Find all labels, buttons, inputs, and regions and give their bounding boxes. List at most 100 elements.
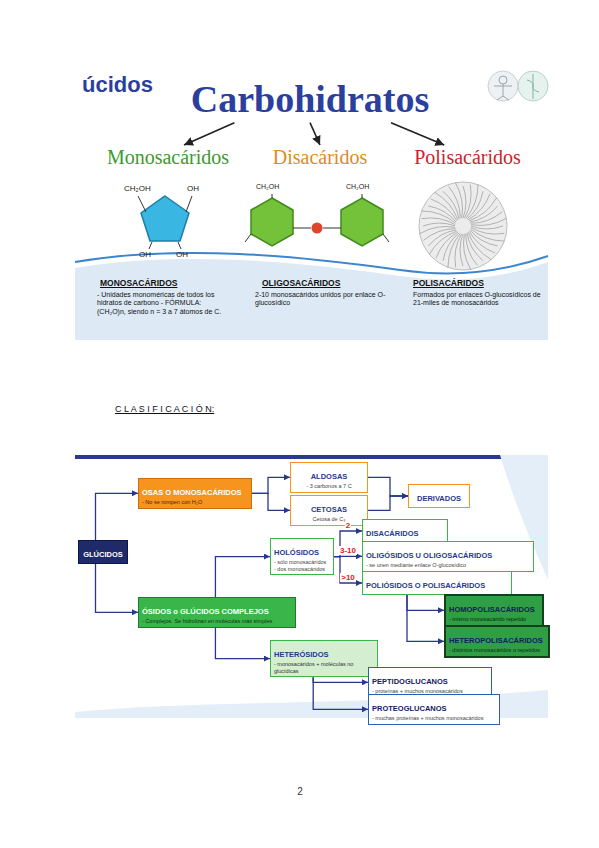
branch-stroke [463,186,466,218]
connector-arrow [407,595,444,610]
branch-stroke [424,229,456,241]
node-body: - muchas proteínas + muchos monosacárido… [372,715,496,722]
branch-stroke [471,218,506,225]
connector-arrow [215,557,270,597]
atom-label: OH [176,250,196,260]
process-box: ÓSIDOS o GLÚCIDOS COMPLEJOS- Complejos. … [138,597,296,628]
node-body: - distintos monosacáridos o repetidos [449,647,545,654]
node-title: POLIÓSIDOS O POLISACÁRIDOS [366,582,485,591]
node-title: HETEROPOLISACÁRIDOS [449,637,543,646]
atom-label: CH₂OH [346,183,386,191]
branch-stroke [429,231,457,254]
edge-label: >10 [340,573,356,582]
branch-stroke [422,211,456,223]
logo-figure [499,76,507,84]
node-title: ALDOSAS [311,473,348,482]
process-box: PROTEOGLUCANOS- muchas proteínas + mucho… [368,694,500,725]
edge-label: 2 [345,521,351,530]
connector-arrow [252,493,290,510]
branch-stroke [464,234,471,269]
connector-arrow [407,595,444,641]
connector-arrow [391,123,444,145]
hexagon-ring [251,198,293,246]
text-label: Formados por enlaces O-glucosídicos de 2… [413,291,541,308]
text-label: OLIGOSACÁRIDOS [262,278,392,288]
process-box: DISACÁRIDOS [362,519,448,543]
pentagon-ring [141,196,189,241]
process-box: GLÚCIDOS [78,540,128,564]
node-body: Cetosa de C₃ [294,516,364,523]
branch-stroke [471,226,503,229]
logo-figure [494,84,512,100]
branch-stroke [460,234,463,266]
process-box: HETERÓSIDOS- monosacáridos + moléculas n… [270,640,378,677]
connector-arrow [252,477,290,493]
atom-label: OH [139,250,159,260]
branch-stroke [470,206,498,222]
branch-stroke [466,185,478,219]
logo-caduceus [527,74,539,99]
node-title: OSAS O MONOSACÁRIDOS [142,489,242,498]
page-number: 2 [290,786,310,798]
node-title: OLIGÓSIDOS U OLIGOSACÁRIDOS [366,552,492,561]
node-title: DERIVADOS [417,495,461,504]
node-title: PEPTIDOGLUCANOS [372,678,448,687]
text-label: MONOSACÁRIDOS [100,278,230,288]
picture-top-strip [75,455,548,459]
node-title: Monosacáridos [107,146,229,169]
node-title: HOMOPOLISACÁRIDOS [449,606,535,615]
atom-label: CH₂OH [124,184,164,194]
logo-icon [518,71,548,101]
picture-ground [75,455,548,718]
node-body: - mismo monosacárido repetido [449,616,539,623]
connector-arrow [313,677,368,682]
process-box: PEPTIDOGLUCANOS- proteínas + muchos mono… [368,667,492,698]
text-label: POLISACÁRIDOS [413,278,543,288]
branch-stroke [471,212,503,224]
node-title: DISACÁRIDOS [366,530,419,539]
branch-stroke [420,227,455,234]
connector-arrow [184,123,234,145]
process-box: CETOSASCetosa de C₃ [290,495,368,526]
heading-node: Monosacáridos [88,146,248,169]
edge-label: 3-10 [339,546,357,555]
text-label: úcidos [82,72,172,98]
branch-stroke [443,191,459,219]
branch-stroke [455,183,462,218]
connector-arrow [96,564,139,612]
branch-stroke [435,192,458,220]
text-label: C L A S I F I C A C I Ó N: [115,404,315,415]
branch-stroke [428,230,456,246]
process-box: HOLÓSIDOS- sólo monosacáridos- dos monos… [270,538,334,575]
node-body: - Complejos. Se hidrolizan en moléculas … [142,618,292,625]
connector-arrow [310,123,320,145]
connector-arrow [334,557,362,583]
atom-label: OH [187,184,207,194]
branch-stroke [469,198,497,221]
node-title: CETOSAS [311,506,347,515]
branch-stroke [423,223,455,226]
process-box: HETEROPOLISACÁRIDOS- distintos monosacár… [444,625,550,658]
process-box: POLIÓSIDOS O POLISACÁRIDOS [362,571,512,595]
process-box: OLIGÓSIDOS U OLIGOSACÁRIDOS- se unen med… [362,541,534,572]
node-body: - monosacáridos + moléculas no glucídica… [274,661,374,674]
branch-stroke [466,234,478,266]
node-title: Polisacáridos [414,146,521,169]
heading-node: Polisacáridos [390,146,545,169]
hexagon-ring [341,198,383,246]
node-title: Disacáridos [273,146,367,169]
branch-stroke [448,234,460,268]
connector-arrow [334,531,362,557]
connector-arrow [368,496,408,510]
picture-ground [75,62,548,340]
bond-line [245,194,389,242]
node-title: HETERÓSIDOS [274,651,329,660]
polysaccharide-blob [419,182,507,270]
text-label: 2-10 monosacáridos unidos por enlace O-g… [255,291,395,308]
connector-arrow [215,628,270,659]
node-title: ÓSIDOS o GLÚCIDOS COMPLEJOS [142,608,269,617]
process-box: HOMOPOLISACÁRIDOS- mismo monosacárido re… [444,594,544,627]
node-body: - No se rompen con H₂O [142,499,248,506]
